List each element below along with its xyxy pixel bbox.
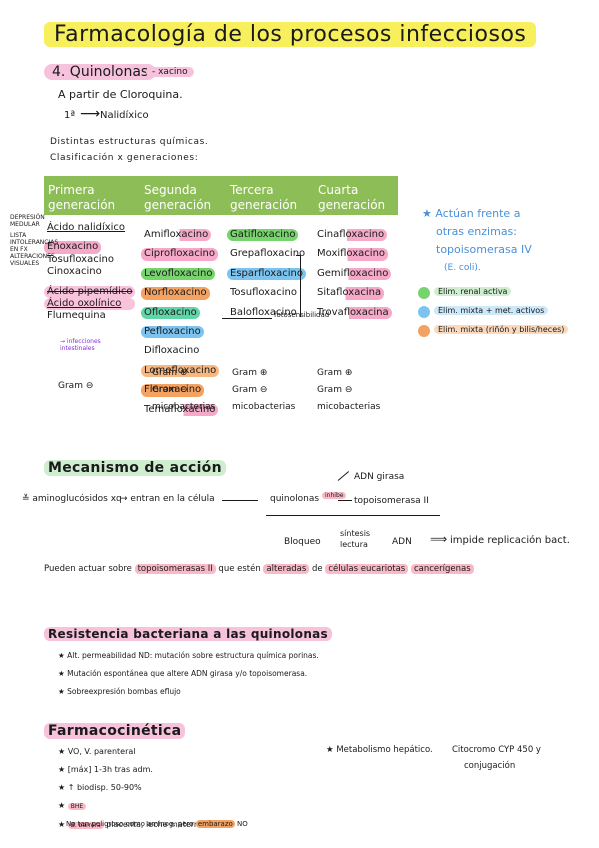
legend-dot-mixta-met [418, 306, 430, 318]
section-heading-quinolonas: 4. Quinolonas [44, 64, 157, 80]
drug-acido-pipemidico: Ácido pipemídico [44, 285, 136, 299]
list-item: ★ VO, V. parenteral [58, 747, 136, 756]
pk-metab-c: conjugación [464, 761, 516, 771]
suffix-note: - xacino [146, 67, 194, 77]
drug-gemifloxacino: Gemifloxacino [314, 267, 392, 281]
drug-moxifloxacino: Moxifloxacino [314, 248, 389, 261]
mech-block: Bloqueo [284, 537, 321, 547]
legend-renal: Elim. renal activa [434, 287, 512, 296]
drug-gatifloxacino: Gatifloxacino [227, 229, 299, 242]
header-second-gen: Segunda generación [144, 183, 212, 212]
legend-mixta: Elim. mixta (riñón y bilis/heces) [434, 325, 569, 334]
mech-impide: impide replicación bact. [450, 535, 570, 546]
table-col-second-gen: Amifloxacino Ciprofloxacino Levofloxacin… [141, 222, 220, 417]
drug-flumequina: Flumequina [47, 310, 106, 322]
gram-col4: Gram ⊕ Gram ⊖ micobacterias [317, 368, 381, 412]
list-item: ★ B. barrera placenta, leche materna. [58, 820, 207, 829]
drug-grepafloxacino: Grepafloxacino [230, 248, 306, 260]
drug-cinafloxacino: Cinafloxacino [314, 229, 388, 242]
pk-heading: Farmacocinética [44, 723, 186, 739]
mech-bracket [266, 515, 440, 516]
mech-paragraph: Pueden actuar sobre topoisomerasas II qu… [44, 564, 474, 574]
legend-dot-mixta [418, 325, 430, 337]
list-item: ★ BHE [58, 797, 206, 816]
drug-levofloxacino: Levofloxacino [141, 267, 216, 281]
drug-acido-nalidixico: Ácido nalidíxico [47, 222, 126, 233]
fotosens-connector-top [296, 255, 301, 256]
first-gen-name: Nalidíxico [100, 110, 149, 121]
drug-cinoxacino: Cinoxacino [47, 266, 102, 278]
drug-tosufloxacino-1: Tosufloxacino [47, 253, 114, 265]
list-item: ★ Alt. permeabilidad ND: mutación sobre … [58, 651, 319, 660]
pk-last-line: No tan peligroso como aminog. pero embar… [66, 820, 248, 828]
resistance-list: ★ Alt. permeabilidad ND: mutación sobre … [58, 647, 319, 701]
drug-pefloxacino: Pefloxacino [141, 326, 204, 339]
classification-note: Clasificación x generaciones: [50, 153, 199, 163]
header-fourth-gen: Cuarta generación [318, 183, 386, 212]
legend-dot-renal [418, 287, 430, 299]
pk-list: ★ VO, V. parenteral ★ [máx] 1-3h tras ad… [58, 743, 206, 835]
mech-target2: topoisomerasa II [354, 496, 429, 506]
header-first-gen: Primera generación [48, 183, 116, 212]
legend-mixta-met: Elim. mixta + met. activos [434, 306, 549, 315]
mech-inhib: inhibe [322, 492, 347, 499]
structures-note: Distintas estructuras químicas. [50, 137, 209, 147]
drug-norfloxacino: Norfloxacino [141, 287, 210, 300]
mech-sintesis: síntesis [340, 529, 371, 538]
mech-adn: ADN [392, 537, 412, 547]
fotosens-connector-v [300, 255, 301, 317]
list-item: ★ [máx] 1-3h tras adm. [58, 765, 153, 774]
drug-acido-oxolinico: Ácido oxolínico [44, 298, 136, 311]
pk-metab-b: Citocromo CYP 450 y [452, 745, 541, 755]
page-title: Farmacología de los procesos infecciosos [44, 22, 537, 47]
drug-sitafloxacina: Sitafloxacina [314, 287, 385, 300]
infections-note: → infecciones intestinales [60, 338, 101, 352]
mech-step1: → entran en la célula [120, 494, 215, 504]
origin-note: A partir de Cloroquina. [58, 88, 183, 101]
arrow-icon: ⟶ [80, 106, 101, 122]
table-col-first-gen: Ácido nalidíxico Enoxacino Tosufloxacino… [44, 222, 136, 323]
drug-amifloxacino: Amifloxacino [141, 229, 212, 242]
drug-difloxacino: Difloxacino [144, 345, 200, 357]
table-col-fourth-gen: Cinafloxacino Moxifloxacino Gemifloxacin… [314, 222, 392, 320]
side-note-depresion: DEPRESIÓN MEDULAR [10, 214, 45, 228]
mech-quinolonas: quinolonas [270, 494, 320, 504]
mech-branch-down [338, 500, 352, 501]
drug-esparfloxacino: Esparfloxacino [227, 267, 307, 281]
mechanism-heading: Mecanismo de acción [44, 460, 226, 476]
drug-tosufloxacino-3: Tosufloxacino [230, 287, 297, 299]
drug-lomefloxacino: Lomefloxacino [141, 364, 220, 378]
mech-lectura: lectura [340, 540, 368, 549]
fotosens-label: fotosensibilidad [274, 311, 330, 319]
fotosens-connector-h [222, 318, 272, 319]
implies-arrow-icon: ⟹ [430, 532, 448, 546]
mech-prefix: ≚ aminoglucósidos xq [22, 494, 122, 504]
right-note: ★ Actúan frente a otras enzimas: topoiso… [422, 207, 532, 273]
side-note-intolerancias: LISTA INTOLERANCIAS EN FX [10, 232, 59, 253]
first-gen-num: 1ª [64, 110, 76, 121]
list-item: ★ ↑ biodisp. 50-90% [58, 783, 142, 792]
table-col-third-gen: Gatifloxacino Grepafloxacino Esparfloxac… [227, 222, 308, 319]
mech-target1: ADN girasa [354, 472, 405, 482]
drug-enoxacino: Enoxacino [44, 241, 102, 254]
drug-trovafloxacina: Trovafloxacina [314, 306, 392, 320]
pk-metab-a: ★ Metabolismo hepático. [326, 745, 433, 755]
drug-fleroxacino: Fleroxacino [141, 384, 205, 397]
mech-arrow-line [222, 500, 258, 501]
generations-table-header: Primera generación Segunda generación Te… [44, 176, 398, 215]
gram-col1: Gram ⊖ [58, 381, 94, 391]
drug-ofloxacino: Ofloxacino [141, 306, 200, 320]
resistance-heading: Resistencia bacteriana a las quinolonas [44, 627, 333, 641]
gram-col2: Gram ⊕ Gram ⊖ micobacterias [152, 368, 216, 412]
side-note-alteraciones: ALTERACIONES VISUALES [10, 253, 55, 267]
list-item: ★ Mutación espontánea que altere ADN gir… [58, 669, 308, 678]
drug-ciprofloxacino: Ciprofloxacino [141, 248, 219, 261]
mech-branch-up [337, 471, 350, 481]
drug-balofloxacino: Balofloxacino [230, 306, 297, 318]
drug-temafloxacino: Temafloxacino [141, 403, 219, 417]
gram-col3: Gram ⊕ Gram ⊖ micobacterias [232, 368, 296, 412]
list-item: ★ Sobreexpresión bombas eflujo [58, 687, 181, 696]
header-third-gen: Tercera generación [230, 183, 298, 212]
